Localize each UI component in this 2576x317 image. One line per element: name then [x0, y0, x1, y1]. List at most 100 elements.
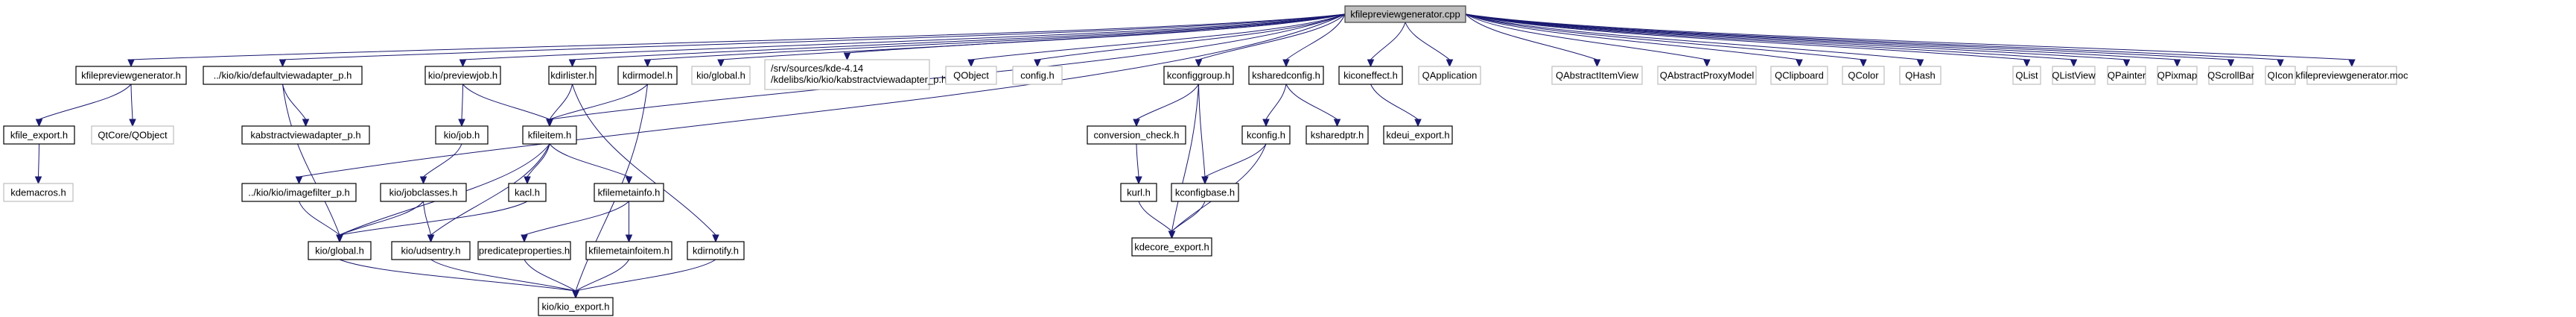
edge-kiconeffect-to-kdeui_export: [1370, 84, 1419, 120]
nodes-layer: kfilepreviewgenerator.cpp kfilepreviewgen…: [3, 5, 2408, 316]
edge-root-to-kfpg_moc: [1465, 13, 2353, 60]
node-box: [3, 183, 74, 202]
node-kfilemetainfoitem-h[interactable]: kfilemetainfoitem.h: [585, 241, 672, 260]
node-kurl-h[interactable]: kurl.h: [1120, 183, 1157, 202]
arrowhead-icon: [625, 176, 633, 185]
node-label: predicateproperties.h: [479, 245, 570, 257]
edge-root-to-kconfiggroup: [1198, 13, 1346, 60]
node-kfilemetainfo-h[interactable]: kfilemetainfo.h: [594, 183, 664, 202]
node-kio-global-h[interactable]: kio/global.h: [308, 241, 372, 260]
arrowhead-icon: [1367, 59, 1375, 68]
node-qscrollbar: QScrollBar: [2207, 66, 2255, 85]
edge-jobclasses-to-kio_global: [339, 201, 424, 236]
node-kfileitem-h[interactable]: kfileitem.h: [522, 125, 577, 145]
arrowhead-icon: [1703, 59, 1711, 68]
node-box: [391, 241, 471, 260]
node-label: conversion_check.h: [1094, 130, 1180, 141]
edge-root-to-qcolor: [1465, 13, 1864, 60]
node-box: [1338, 66, 1403, 85]
node-box: [538, 297, 614, 316]
arrowhead-icon: [1593, 59, 1601, 68]
node-kabstractviewadapter-p-h[interactable]: kabstractviewadapter_p.h: [241, 125, 370, 145]
node-label: QApplication: [1422, 70, 1478, 81]
node-label: QPainter: [2108, 70, 2146, 81]
node-kio-kio-defaultviewadapter-p-h[interactable]: ../kio/kio/defaultviewadapter_p.h: [203, 66, 363, 85]
node-qicon: QIcon: [2265, 66, 2296, 85]
node-box: [203, 66, 363, 85]
node-kio-kio-imagefilter-p-h[interactable]: ../kio/kio/imagefilter_p.h: [241, 183, 357, 202]
node-label: kdeui_export.h: [1386, 130, 1449, 141]
node-label: /kdelibs/kio/kio/kabstractviewadapter_p.…: [771, 74, 947, 85]
node-kiconeffect-h[interactable]: kiconeffect.h: [1338, 66, 1403, 85]
arrowhead-icon: [129, 119, 136, 128]
node-kacl-h[interactable]: kacl.h: [508, 183, 547, 202]
node-ksharedconfig-h[interactable]: ksharedconfig.h: [1248, 66, 1324, 85]
arrowhead-icon: [1034, 59, 1041, 68]
node-qpixmap: QPixmap: [2157, 66, 2198, 85]
edge-kfileitem-to-kacl: [527, 143, 550, 178]
edge-kconfiggroup-to-kdecore_export: [1171, 84, 1199, 232]
edge-kfilemetainfo-to-predicateproperties: [524, 201, 629, 236]
node-label: kconfig.h: [1247, 130, 1285, 141]
arrowhead-icon: [34, 176, 42, 185]
node-label: kfilepreviewgenerator.cpp: [1350, 9, 1460, 20]
node-box: [1012, 66, 1063, 85]
node-kdeui-export-h[interactable]: kdeui_export.h: [1383, 125, 1453, 145]
edge-kconfig-to-kconfigbase: [1204, 143, 1267, 178]
edge-root-to-qlistview: [1465, 13, 2074, 60]
node-label: kdirmodel.h: [623, 70, 672, 81]
node-kdirmodel-h[interactable]: kdirmodel.h: [617, 66, 678, 85]
node-kio-udsentry-h[interactable]: kio/udsentry.h: [391, 241, 471, 260]
node-kconfigbase-h[interactable]: kconfigbase.h: [1171, 183, 1239, 202]
node-predicateproperties-h[interactable]: predicateproperties.h: [477, 241, 571, 260]
node-box: [91, 125, 174, 145]
node-kdirnotify-h[interactable]: kdirnotify.h: [687, 241, 745, 260]
node-box: [2208, 66, 2254, 85]
arrowhead-icon: [459, 59, 467, 68]
node-kio-previewjob-h[interactable]: kio/previewjob.h: [424, 66, 501, 85]
node-box: [2107, 66, 2146, 85]
node-label: QIcon: [2268, 70, 2294, 81]
node-kdecore-export-h[interactable]: kdecore_export.h: [1131, 237, 1212, 257]
node-box: [241, 183, 357, 202]
arrowhead-icon: [2070, 59, 2078, 68]
node-label: kfile_export.h: [10, 130, 68, 141]
node-box: [1248, 66, 1324, 85]
edge-kfileitem-to-kfilemetainfo: [549, 143, 629, 178]
arrowhead-icon: [1195, 59, 1203, 68]
node-conversion-check-h[interactable]: conversion_check.h: [1087, 125, 1186, 145]
arrowhead-icon: [524, 176, 531, 185]
node-box: [548, 66, 597, 85]
node-qclipboard: QClipboard: [1770, 66, 1828, 85]
node-kio-kio-export-h[interactable]: kio/kio_export.h: [538, 297, 614, 316]
node-kconfig-h[interactable]: kconfig.h: [1241, 125, 1291, 145]
edge-kdirnotify-to-kio_export: [575, 259, 716, 292]
node-ksharedptr-h[interactable]: ksharedptr.h: [1306, 125, 1369, 145]
node-box: [1657, 66, 1757, 85]
node-kio-job-h[interactable]: kio/job.h: [435, 125, 489, 145]
arrowhead-icon: [1414, 119, 1422, 128]
edge-root-to-kfileitem: [549, 13, 1346, 120]
edge-root-to-kfpg_h: [130, 13, 1346, 60]
arrowhead-icon: [419, 176, 427, 185]
node-kfilepreviewgenerator-h[interactable]: kfilepreviewgenerator.h: [75, 66, 187, 85]
node-box: [1770, 66, 1828, 85]
edge-kfileitem-to-udsentry: [430, 143, 550, 236]
arrowhead-icon: [1333, 119, 1341, 128]
node-kfile-export-h[interactable]: kfile_export.h: [3, 125, 75, 145]
node-box: [1418, 66, 1481, 85]
node-box: [1899, 66, 1941, 85]
node-kio-jobclasses-h[interactable]: kio/jobclasses.h: [380, 183, 467, 202]
node-kconfiggroup-h[interactable]: kconfiggroup.h: [1163, 66, 1234, 85]
edge-imagefilter-to-kio_global: [299, 201, 340, 236]
edge-root-to-imagefilter: [299, 13, 1346, 178]
node-config-h: config.h: [1012, 66, 1063, 85]
arrowhead-icon: [1916, 59, 1924, 68]
node-kdirlister-h[interactable]: kdirlister.h: [548, 66, 597, 85]
node-box: [617, 66, 678, 85]
node-box: [1131, 237, 1212, 257]
node-label: QList: [2015, 70, 2038, 81]
arrowhead-icon: [521, 234, 528, 243]
node-kfilepreviewgenerator-cpp[interactable]: kfilepreviewgenerator.cpp: [1344, 5, 1466, 23]
node-srv-sources-kde-4-14-kdelibs-kio-kio-kabstractviewadapter-p-h: /srv/sources/kde-4.14/kdelibs/kio/kio/ka…: [764, 59, 947, 90]
